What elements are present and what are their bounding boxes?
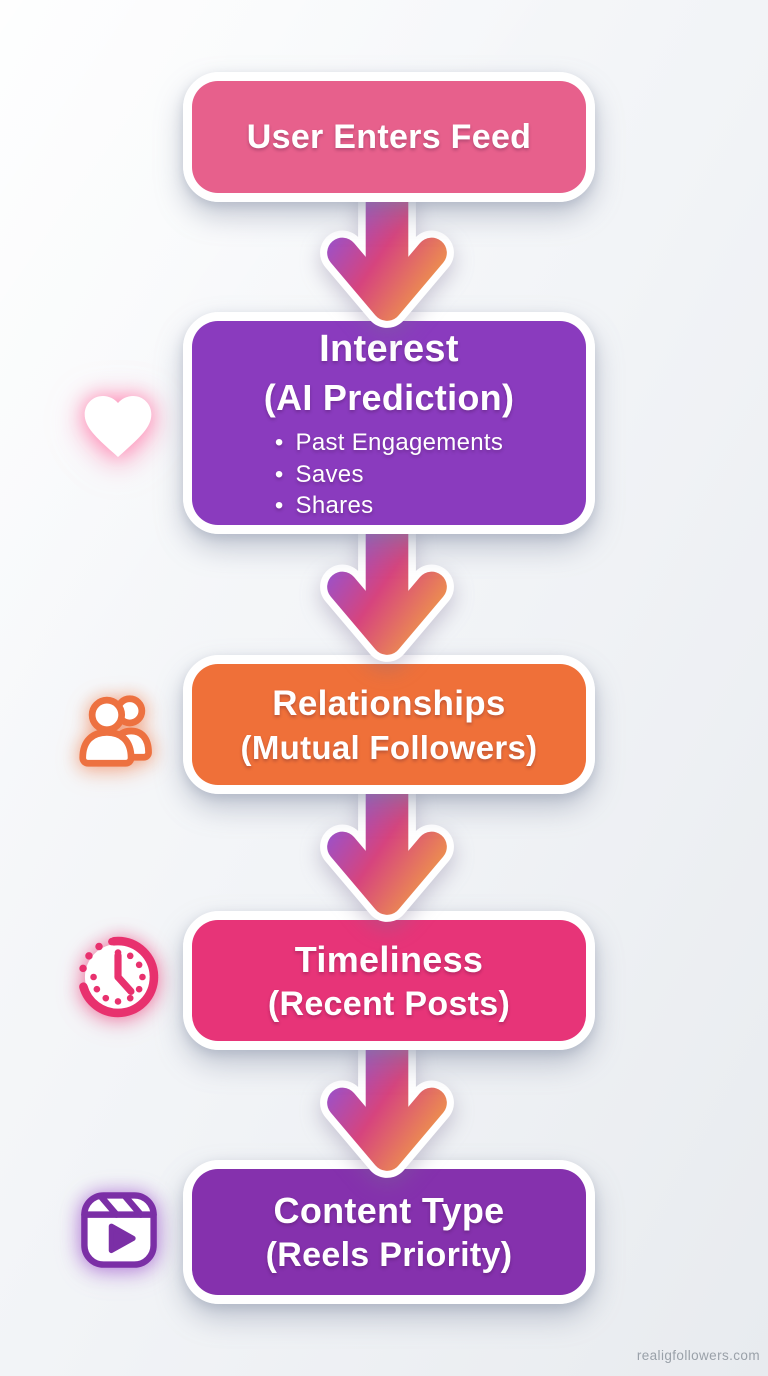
list-item: • Shares [275,492,503,520]
flow-arrow-down-2 [320,525,454,668]
box-subtitle: (Reels Priority) [265,1236,513,1275]
flow-box-timeliness: Timeliness (Recent Posts) [183,911,595,1050]
box-subtitle: (Recent Posts) [267,984,511,1023]
box-title: Content Type [273,1190,505,1232]
bullet-dot: • [274,492,284,520]
flow-arrow-down-3 [320,785,454,928]
flow-arrow-down-4 [320,1041,454,1184]
flow-box-surface: Content Type (Reels Priority) [192,1169,586,1295]
list-item: • Saves [275,461,503,489]
arrow-down-icon [320,525,454,662]
box-title: User Enters Feed [246,117,532,156]
flow-box-surface: Interest (AI Prediction) • Past Engageme… [192,321,586,525]
box-subtitle: (AI Prediction) [263,376,515,418]
bullet-list: • Past Engagements • Saves • Shares [275,429,503,520]
flow-box-surface: User Enters Feed [192,81,586,193]
arrow-down-icon [320,191,454,328]
bullet-label: Saves [295,460,364,488]
arrow-down-icon [320,1041,454,1178]
flow-box-user-enters-feed: User Enters Feed [183,72,595,202]
watermark-text: realigfollowers.com [636,1348,760,1363]
heart-icon [78,386,158,462]
bullet-dot: • [274,460,284,488]
bullet-dot: • [274,428,284,456]
clock-icon [72,931,164,1023]
box-title: Relationships [272,683,506,723]
bullet-label: Past Engagements [295,428,504,456]
box-title: Timeliness [294,938,484,980]
flow-arrow-down-1 [320,191,454,334]
flow-box-surface: Timeliness (Recent Posts) [192,920,586,1041]
box-subtitle: (Mutual Followers) [240,728,538,766]
bullet-label: Shares [295,492,374,520]
flow-box-surface: Relationships (Mutual Followers) [192,664,586,785]
reels-icon [78,1189,160,1271]
list-item: • Past Engagements [275,429,503,457]
arrow-down-icon [320,785,454,922]
people-icon [76,684,162,770]
flow-box-relationships: Relationships (Mutual Followers) [183,655,595,794]
flow-box-interest: Interest (AI Prediction) • Past Engageme… [183,312,595,534]
